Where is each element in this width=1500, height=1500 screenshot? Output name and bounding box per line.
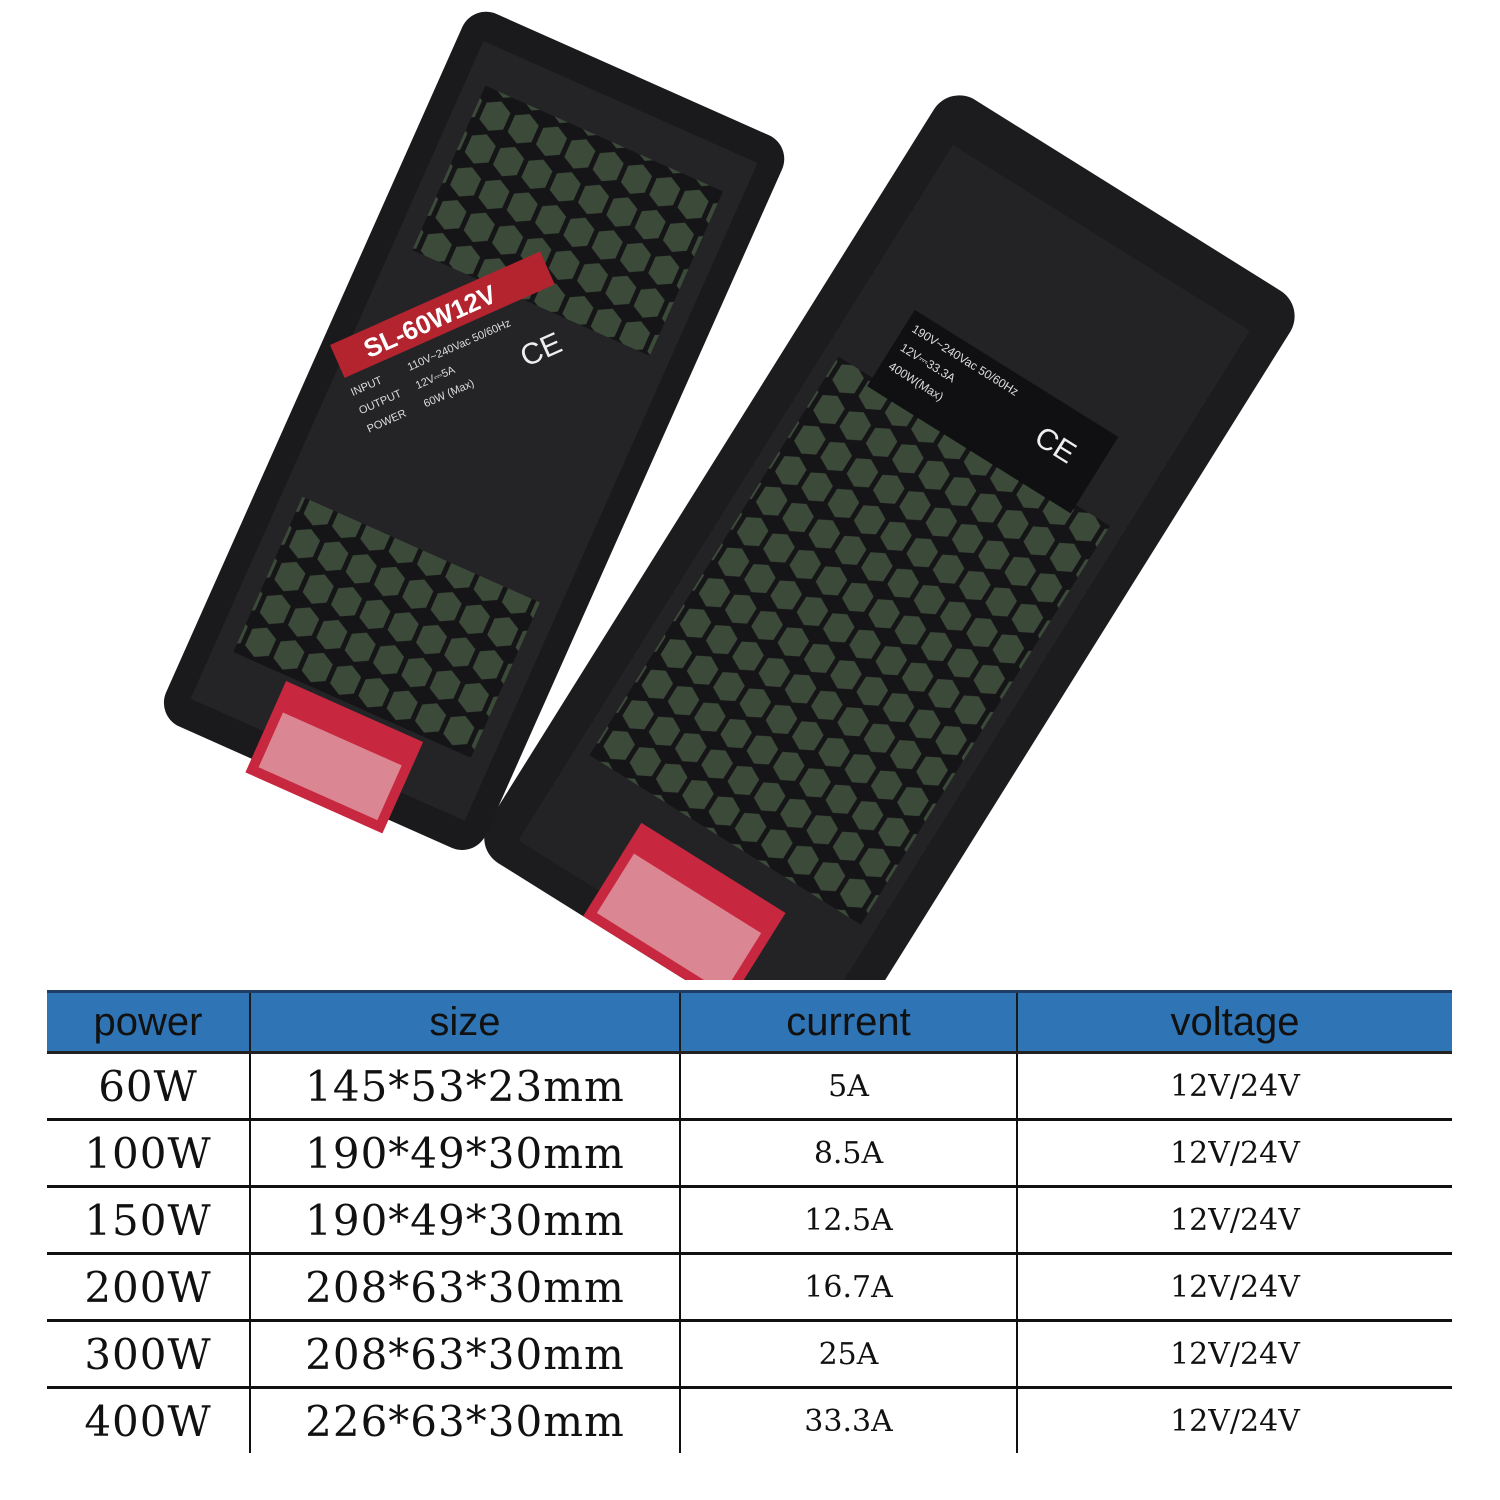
- cell-voltage: 12V/24V: [1016, 1320, 1452, 1389]
- cell-current: 25A: [679, 1320, 1017, 1389]
- terminal-block-60w: [245, 681, 424, 834]
- cell-voltage: 12V/24V: [1016, 1186, 1452, 1255]
- cell-current: 16.7A: [679, 1253, 1017, 1322]
- cell-power: 150W: [47, 1186, 250, 1255]
- header-size: size: [249, 990, 680, 1054]
- cell-current: 33.3A: [679, 1387, 1017, 1453]
- cell-voltage: 12V/24V: [1016, 1052, 1452, 1121]
- cell-power: 300W: [47, 1320, 250, 1389]
- cell-power: 400W: [84, 1396, 212, 1446]
- power-supply-400w: 190V~240Vac 50/60Hz 12V⎓33.3A 400W(Max) …: [484, 95, 1295, 980]
- cell-voltage: 12V/24V: [1016, 1119, 1452, 1188]
- terminal-block-400w: [583, 822, 786, 980]
- cell-power: 200W: [47, 1253, 250, 1322]
- cell-voltage: 12V/24V: [1016, 1253, 1452, 1322]
- cell-size: 145*53*23mm: [249, 1052, 680, 1121]
- cell-size: 208*63*30mm: [249, 1253, 680, 1322]
- cell-power: 100W: [47, 1119, 250, 1188]
- header-current: current: [679, 990, 1017, 1054]
- cell-size: 190*49*30mm: [249, 1186, 680, 1255]
- cell-size: 208*63*30mm: [249, 1320, 680, 1389]
- cell-size: 226*63*30mm: [249, 1387, 680, 1453]
- power-supply-60w: [163, 11, 785, 850]
- product-photo: 190V~240Vac 50/60Hz 12V⎓33.3A 400W(Max) …: [163, 11, 1295, 980]
- cell-voltage: 12V/24V: [1016, 1387, 1452, 1453]
- cell-size: 190*49*30mm: [249, 1119, 680, 1188]
- header-voltage: voltage: [1016, 990, 1452, 1054]
- header-power: power: [47, 990, 250, 1054]
- table-header-row: power size current voltage: [47, 990, 1452, 1054]
- cell-current: 8.5A: [679, 1119, 1017, 1188]
- cell-power: 60W: [47, 1052, 250, 1121]
- cell-current: 12.5A: [679, 1186, 1017, 1255]
- cell-current: 5A: [679, 1052, 1017, 1121]
